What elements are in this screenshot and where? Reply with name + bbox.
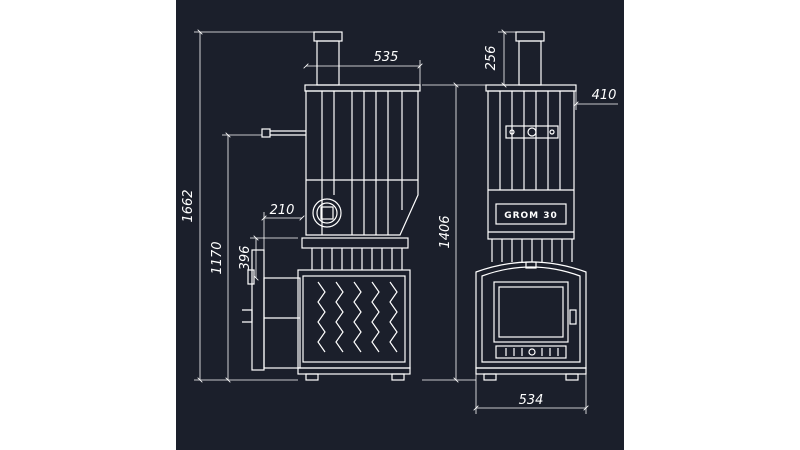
front-dimensions (422, 32, 618, 414)
front-glass-door (493, 281, 577, 343)
side-dimensions (194, 32, 420, 380)
side-water-tank (305, 90, 419, 236)
dim-outlet-offset: 210 (270, 203, 295, 218)
side-tap-pipe (261, 128, 306, 138)
front-view (475, 31, 587, 381)
side-fin-band (301, 237, 409, 270)
dim-door-height: 396 (238, 246, 253, 271)
side-chimney (313, 31, 343, 86)
side-feet (297, 367, 411, 381)
front-water-tank (485, 84, 577, 240)
dim-total-height: 1662 (181, 189, 196, 222)
front-ash-vent (495, 345, 567, 359)
side-logo-badge (312, 198, 342, 228)
drawing-panel (176, 0, 624, 450)
front-tap-plate (505, 125, 559, 139)
front-firebox (475, 261, 587, 369)
dim-base-width: 534 (519, 393, 544, 408)
dim-front-height: 1406 (438, 215, 453, 248)
front-chimney (515, 31, 545, 86)
front-feet (475, 367, 587, 381)
dim-front-tank-width: 410 (592, 88, 617, 103)
side-tank-cap (304, 84, 421, 92)
side-firebox (297, 269, 411, 369)
dim-side-tank-width: 535 (374, 50, 399, 65)
brand-label: GROM 30 (504, 211, 558, 221)
dim-chimney-height: 256 (484, 46, 499, 71)
front-brand-plate (495, 203, 567, 225)
dim-firebox-height: 1170 (210, 241, 225, 274)
side-view (242, 31, 421, 381)
front-fin-band (491, 239, 573, 262)
